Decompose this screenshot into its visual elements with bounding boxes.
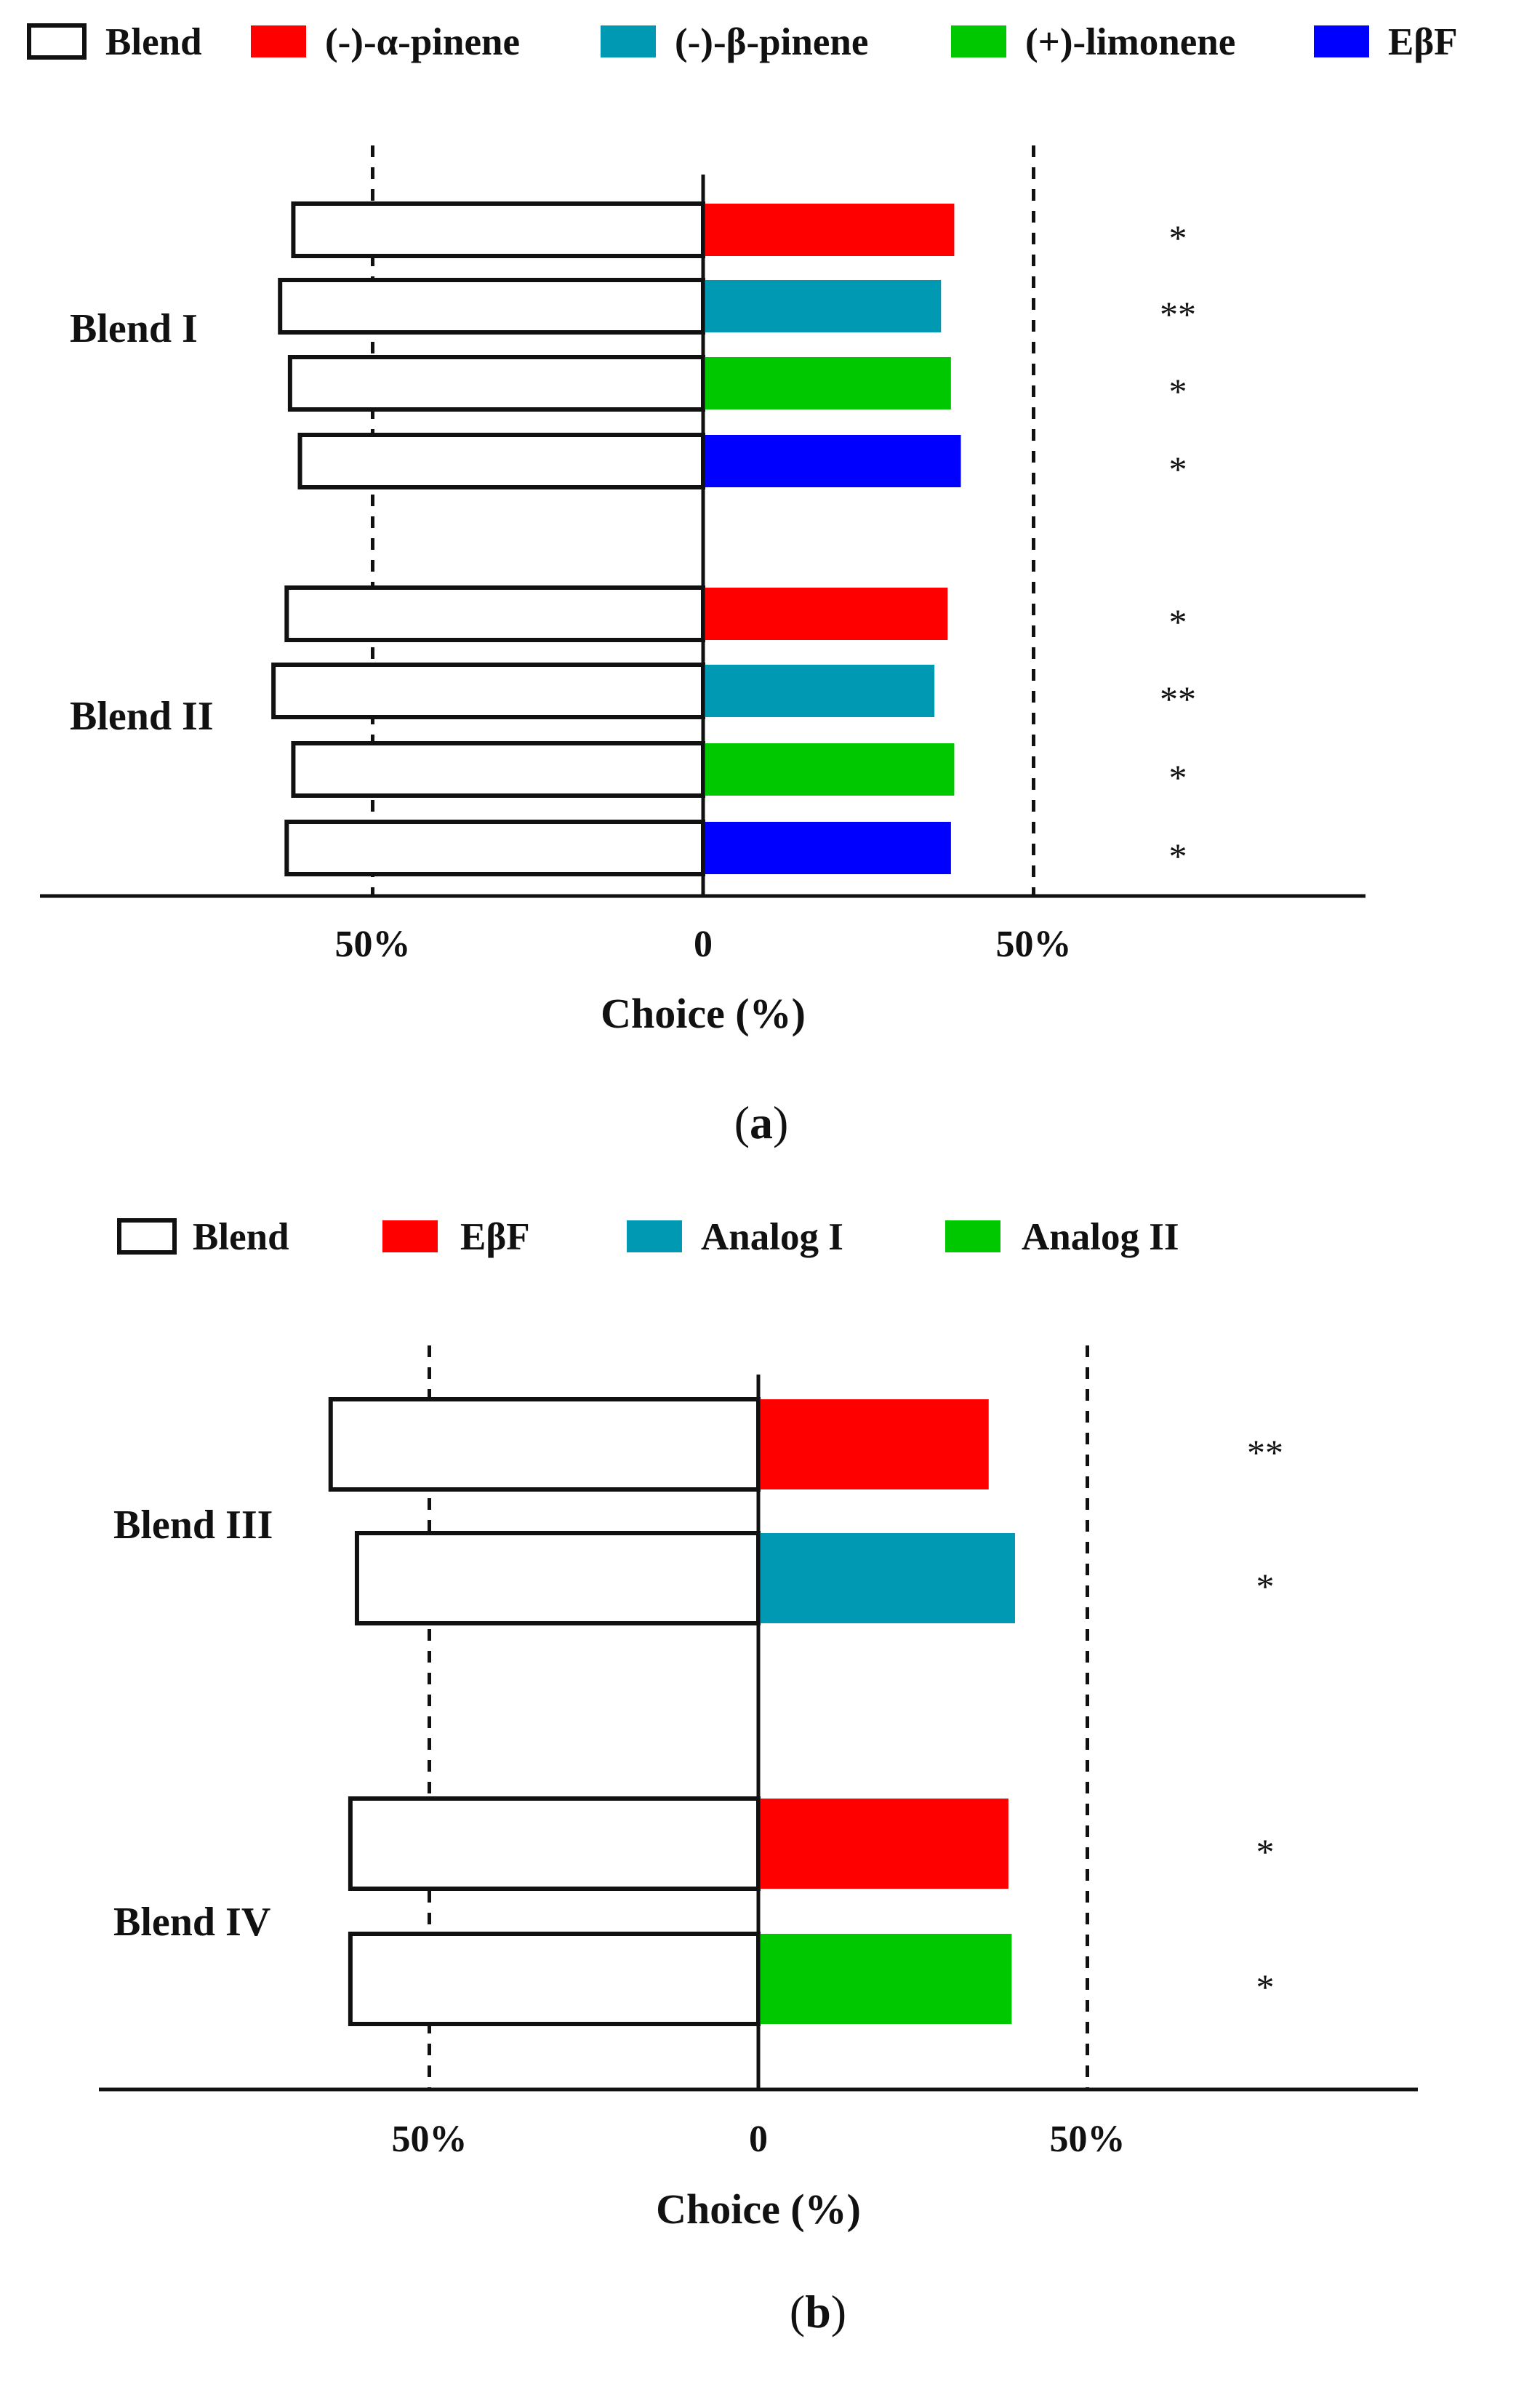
bar-compound-g0-r1 <box>758 1533 1015 1623</box>
legend-swatch-1 <box>382 1220 438 1252</box>
panel-label: (b) <box>790 2286 846 2337</box>
legend-label-0: Blend <box>105 21 202 63</box>
panel-label-open: ( <box>790 2286 805 2337</box>
panel-label-letter: a <box>750 1097 773 1148</box>
significance-g0-r1: ** <box>1160 294 1196 335</box>
legend-swatch-2 <box>601 25 656 57</box>
bar-blend-g1-r1 <box>348 1932 761 2026</box>
group-label-0: Blend I <box>70 306 198 351</box>
legend-swatch-1 <box>251 25 306 57</box>
significance-g1-r0: * <box>1256 1831 1275 1872</box>
bar-compound-g1-r1 <box>703 665 935 717</box>
bar-compound-g0-r2 <box>703 357 951 409</box>
group-label-1: Blend II <box>70 694 214 739</box>
x-tick-label-1: 0 <box>694 924 713 965</box>
bar-compound-g0-r0 <box>703 204 955 256</box>
bar-blend-g0-r2 <box>287 355 705 412</box>
significance-g0-r2: * <box>1169 371 1187 412</box>
bar-blend-g0-r1 <box>278 278 705 335</box>
significance-g0-r0: ** <box>1247 1432 1283 1473</box>
x-tick-label-0: 50% <box>335 924 411 965</box>
bar-blend-g1-r0 <box>348 1796 761 1891</box>
group-label-1: Blend IV <box>113 1900 270 1945</box>
significance-g1-r1: ** <box>1160 679 1196 719</box>
legend-label-0: Blend <box>193 1216 289 1258</box>
bar-blend-g0-r3 <box>297 433 705 489</box>
legend-swatch-3 <box>951 25 1006 57</box>
x-tick-label-0: 50% <box>392 2119 468 2160</box>
legend-label-3: Analog II <box>1022 1216 1179 1258</box>
bar-compound-g1-r1 <box>758 1934 1012 2024</box>
bar-blend-g1-r1 <box>271 663 705 719</box>
bar-blend-g1-r2 <box>291 741 706 798</box>
bar-compound-g0-r1 <box>703 280 942 332</box>
legend-swatch-0 <box>117 1218 177 1255</box>
bar-blend-g1-r0 <box>284 585 705 642</box>
bar-compound-g0-r3 <box>703 435 961 487</box>
legend-swatch-3 <box>945 1220 1000 1252</box>
panel-a-chart: Blend (-)-α-pinene (-)-β-pinene (+)-limonen… <box>27 21 1458 1148</box>
legend-swatch-4 <box>1314 25 1369 57</box>
legend-swatch-2 <box>627 1220 682 1252</box>
bar-compound-g1-r3 <box>703 822 951 874</box>
significance-g1-r0: * <box>1169 601 1187 642</box>
bar-blend-g0-r0 <box>291 201 706 258</box>
x-tick-label-2: 50% <box>1050 2119 1126 2160</box>
legend-label-1: EβF <box>460 1216 530 1258</box>
legend-label-2: (-)-β-pinene <box>675 21 868 63</box>
bar-compound-g1-r2 <box>703 743 955 796</box>
significance-g1-r1: * <box>1256 1967 1275 2007</box>
significance-g1-r2: * <box>1169 757 1187 798</box>
x-axis-title: Choice (%) <box>656 2185 861 2233</box>
significance-g0-r1: * <box>1256 1566 1275 1607</box>
legend-swatch-0 <box>27 23 87 60</box>
legend-label-4: EβF <box>1388 21 1458 63</box>
panel-label-letter: b <box>805 2286 831 2337</box>
x-axis-title: Choice (%) <box>601 990 806 1037</box>
significance-g0-r0: * <box>1169 217 1187 258</box>
panel-label-open: ( <box>734 1097 750 1148</box>
significance-g0-r3: * <box>1169 449 1187 489</box>
panel-label: (a) <box>734 1097 789 1148</box>
bar-compound-g1-r0 <box>703 588 948 640</box>
bar-blend-g1-r3 <box>284 820 705 876</box>
bar-blend-g0-r0 <box>328 1397 761 1492</box>
bar-blend-g0-r1 <box>354 1531 761 1625</box>
panel-label-close: ) <box>773 1097 788 1148</box>
legend-label-3: (+)-limonene <box>1025 21 1235 63</box>
bar-compound-g0-r0 <box>758 1399 989 1489</box>
legend-label-2: Analog I <box>701 1216 843 1258</box>
group-label-0: Blend III <box>113 1503 273 1548</box>
x-tick-label-1: 0 <box>749 2119 768 2160</box>
panel-label-close: ) <box>831 2286 846 2337</box>
bar-compound-g1-r0 <box>758 1799 1008 1889</box>
x-tick-label-2: 50% <box>996 924 1072 965</box>
legend-label-1: (-)-α-pinene <box>325 21 520 63</box>
significance-g1-r3: * <box>1169 836 1187 876</box>
